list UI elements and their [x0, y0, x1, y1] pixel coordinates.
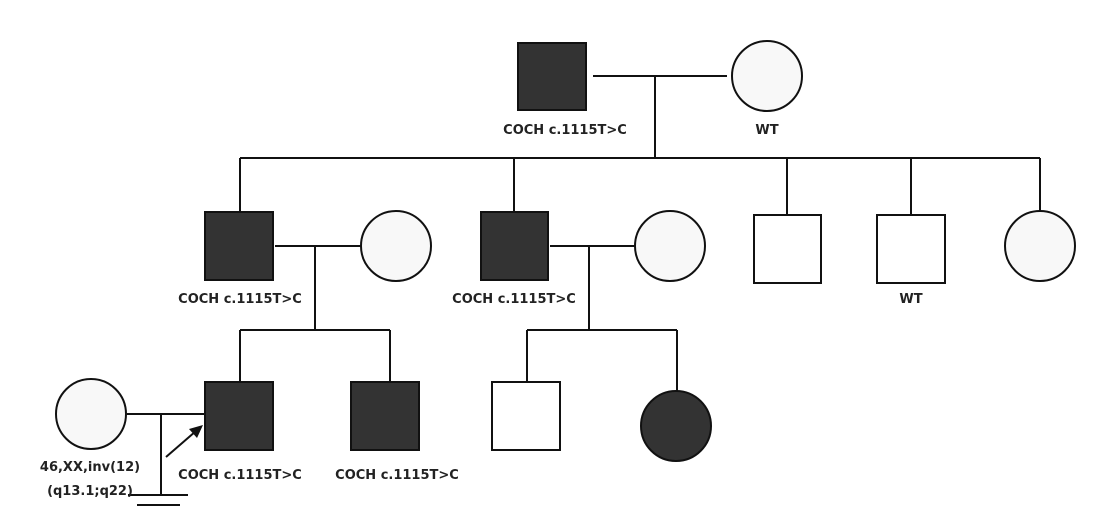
gen1-mother-female: [731, 40, 803, 112]
proband-arrow-icon: [165, 425, 203, 458]
gen2-son2-label: COCH c.1115T>C: [452, 292, 576, 307]
gen2-son2-affected-male: [480, 211, 549, 281]
gen2-son1-affected-male: [204, 211, 274, 281]
spouse-karyotype-line2: (q13.1;q22): [47, 484, 133, 499]
gen1-mother-label: WT: [755, 123, 778, 138]
gen2-son2-spouse-female: [634, 210, 706, 282]
gen2-son1-label: COCH c.1115T>C: [178, 292, 302, 307]
gen1-father-label: COCH c.1115T>C: [503, 123, 627, 138]
proband-affected-male: [204, 381, 274, 451]
gen2-son4-unaffected-male: [876, 214, 946, 284]
gen2-son1-spouse-female: [360, 210, 432, 282]
proband-label: COCH c.1115T>C: [178, 468, 302, 483]
gen2-daughter-female: [1004, 210, 1076, 282]
gen1-father-affected-male: [517, 42, 587, 111]
proband-brother-affected-male: [350, 381, 420, 451]
gen2-son3-unaffected-male: [753, 214, 822, 284]
cousin-unaffected-male: [491, 381, 561, 451]
spouse-karyotype-line1: 46,XX,inv(12): [40, 460, 140, 475]
cousin-affected-female: [640, 390, 712, 462]
proband-spouse-female: [55, 378, 127, 450]
proband-brother-label: COCH c.1115T>C: [335, 468, 459, 483]
gen2-son4-label: WT: [899, 292, 922, 307]
